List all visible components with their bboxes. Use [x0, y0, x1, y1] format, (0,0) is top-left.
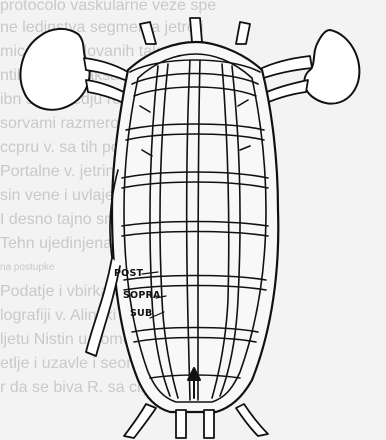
left-kidney — [21, 29, 90, 110]
label-post: POST — [114, 268, 143, 279]
label-sopra: SOPRA — [123, 290, 161, 301]
top-vessel-stubs — [140, 18, 250, 44]
cage-outer-outline — [112, 42, 278, 412]
label-sub: SUB — [130, 308, 152, 319]
